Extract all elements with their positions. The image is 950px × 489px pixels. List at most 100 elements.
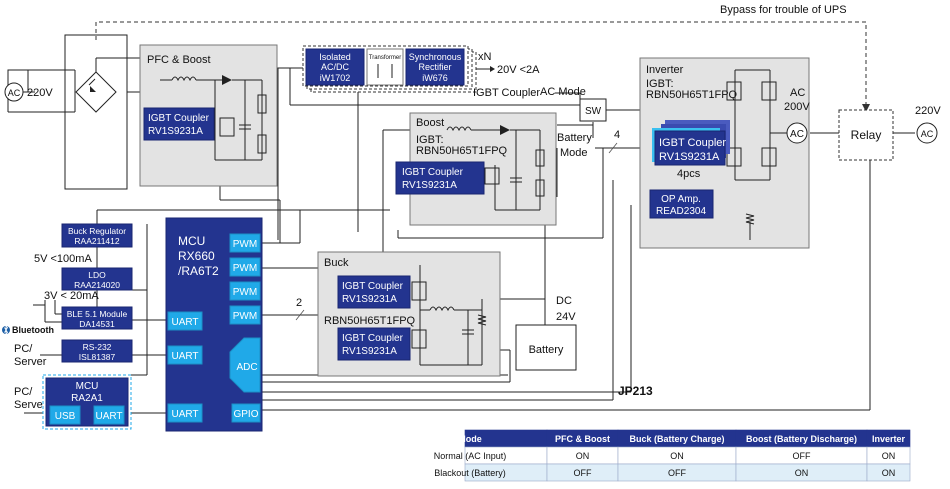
svg-text:Buck Regulator: Buck Regulator — [68, 226, 126, 236]
pwm-bus-count: 2 — [296, 297, 302, 309]
svg-text:RV1S9231A: RV1S9231A — [342, 294, 397, 305]
sw-switch: SW — [579, 98, 607, 122]
pwm-port-1: PWM — [233, 239, 257, 250]
table-cell-text: ON — [795, 468, 809, 478]
uart-port-1: UART — [171, 317, 198, 328]
svg-text:/RA6T2: /RA6T2 — [178, 264, 219, 278]
svg-text:200V: 200V — [784, 101, 810, 113]
rail-5v-label: 5V <100mA — [34, 253, 92, 265]
pc-server-label-3: PC/ — [14, 386, 33, 398]
table-header-text: Buck (Battery Charge) — [629, 434, 724, 444]
svg-text:READ2304: READ2304 — [656, 206, 706, 217]
inverter-ac-symbol: AC — [790, 129, 804, 140]
pwm-port-4: PWM — [233, 311, 257, 322]
svg-text:RS-232: RS-232 — [83, 342, 112, 352]
table-cell-text: ON — [670, 451, 684, 461]
ac-mode-label: AC Mode — [540, 86, 586, 98]
pfc-title: PFC & Boost — [147, 54, 211, 66]
rail-3v-label: 3V < 20mA — [44, 290, 99, 302]
jp-label: JP213 — [618, 384, 653, 398]
usb-port: USB — [55, 411, 76, 422]
table-cell-text: ON — [882, 451, 896, 461]
bypass-label: Bypass for trouble of UPS — [720, 4, 847, 16]
mode-table: Mode PFC & Boost Buck (Battery Charge) Boos… — [434, 429, 911, 482]
uart-port-3: UART — [171, 409, 198, 420]
pc-server-label-4: Server — [14, 399, 47, 411]
svg-text:DA14531: DA14531 — [79, 319, 115, 329]
battery-mode-label-1: Battery — [557, 132, 592, 144]
svg-text:IGBT Coupler: IGBT Coupler — [342, 281, 404, 292]
table-cell-text: Blackout (Battery) — [434, 468, 506, 478]
svg-text:ISL81387: ISL81387 — [79, 352, 116, 362]
aux-multiplier: xN — [478, 51, 492, 63]
rs232-transceiver: RS-232 ISL81387 — [61, 339, 133, 363]
table-header-text: Mode — [458, 434, 482, 444]
boost-title: Boost — [416, 117, 444, 129]
ac-input: AC 220V — [4, 82, 53, 102]
aux-output-label: 20V <2A — [497, 64, 540, 76]
table-cell-text: Normal (AC Input) — [434, 451, 507, 461]
svg-text:RAA211412: RAA211412 — [74, 236, 119, 246]
boost-igbt-coupler: IGBT Coupler RV1S9231A — [395, 161, 485, 195]
svg-text:IGBT:: IGBT: — [646, 78, 674, 90]
uart-port-4: UART — [95, 411, 122, 422]
svg-text:RV1S9231A: RV1S9231A — [148, 126, 203, 137]
svg-text:AC/DC: AC/DC — [321, 62, 350, 72]
svg-text:Battery: Battery — [529, 344, 564, 356]
buck-regulator: Buck Regulator RAA211412 — [61, 223, 133, 248]
ac-input-symbol: AC — [8, 88, 21, 98]
svg-text:LDO: LDO — [88, 270, 106, 280]
bluetooth-logo: Bluetooth — [2, 325, 54, 335]
output-voltage-label: 220V — [915, 105, 941, 117]
table-cell-text: ON — [576, 451, 590, 461]
dc-label: DC — [556, 295, 572, 307]
svg-text:Rectifier: Rectifier — [418, 62, 451, 72]
svg-text:RV1S9231A: RV1S9231A — [659, 151, 720, 163]
svg-text:SW: SW — [585, 106, 602, 117]
gpio-port: GPIO — [233, 409, 258, 420]
svg-text:Transformer: Transformer — [369, 55, 401, 61]
dc-voltage-label: 24V — [556, 311, 576, 323]
svg-text:RV1S9231A: RV1S9231A — [402, 180, 457, 191]
svg-text:RV1S9231A: RV1S9231A — [342, 346, 397, 357]
uart-port-2: UART — [171, 351, 198, 362]
pfc-igbt-coupler: IGBT Coupler RV1S9231A — [143, 107, 215, 141]
table-cell-text: OFF — [793, 451, 811, 461]
output-ac-symbol: AC — [921, 129, 934, 139]
pwm-port-2: PWM — [233, 263, 257, 274]
table-header-text: PFC & Boost — [555, 434, 610, 444]
aux-supply-stack: Isolated AC/DC iW1702 Transformer Synchr… — [302, 45, 540, 93]
pc-server-label-1: PC/ — [14, 343, 33, 355]
svg-text:IGBT Coupler: IGBT Coupler — [402, 167, 464, 178]
svg-text:IGBT Coupler: IGBT Coupler — [659, 137, 726, 149]
svg-text:iW1702: iW1702 — [320, 73, 351, 83]
mcu-secondary-block: MCU RA2A1 USB UART — [42, 374, 132, 430]
igbt-coupler-note: IGBT Coupler — [473, 87, 540, 99]
svg-text:OP Amp.: OP Amp. — [661, 194, 701, 205]
adc-port: ADC — [236, 362, 257, 373]
svg-text:RBN50H65T1FPQ: RBN50H65T1FPQ — [646, 89, 738, 101]
table-cell — [866, 463, 911, 482]
svg-text:AC: AC — [790, 87, 805, 99]
svg-text:RA2A1: RA2A1 — [71, 393, 103, 404]
svg-text:Relay: Relay — [851, 128, 882, 142]
svg-text:RBN50H65T1FPQ: RBN50H65T1FPQ — [416, 145, 508, 157]
svg-text:IGBT Coupler: IGBT Coupler — [342, 333, 404, 344]
table-header-text: Boost (Battery Discharge) — [746, 434, 857, 444]
table-cell-text: OFF — [574, 468, 592, 478]
inverter-title: Inverter — [646, 64, 684, 76]
svg-text:RX660: RX660 — [178, 249, 215, 263]
svg-text:Isolated: Isolated — [319, 52, 351, 62]
bypass-line: Bypass for trouble of UPS — [95, 4, 870, 112]
mcu-main-block: MCU RX660 /RA6T2 PWM PWM PWM PWM UART UA… — [165, 217, 263, 432]
table-header-text: Inverter — [872, 434, 906, 444]
four-pcs-label: 4pcs — [677, 168, 701, 180]
relay-block: Relay — [838, 109, 894, 161]
opamp-block: OP Amp. READ2304 — [649, 189, 714, 219]
svg-text:MCU: MCU — [76, 381, 99, 392]
svg-text:IGBT:: IGBT: — [416, 134, 444, 146]
battery-mode-label-2: Mode — [560, 147, 588, 159]
svg-text:MCU: MCU — [178, 234, 205, 248]
